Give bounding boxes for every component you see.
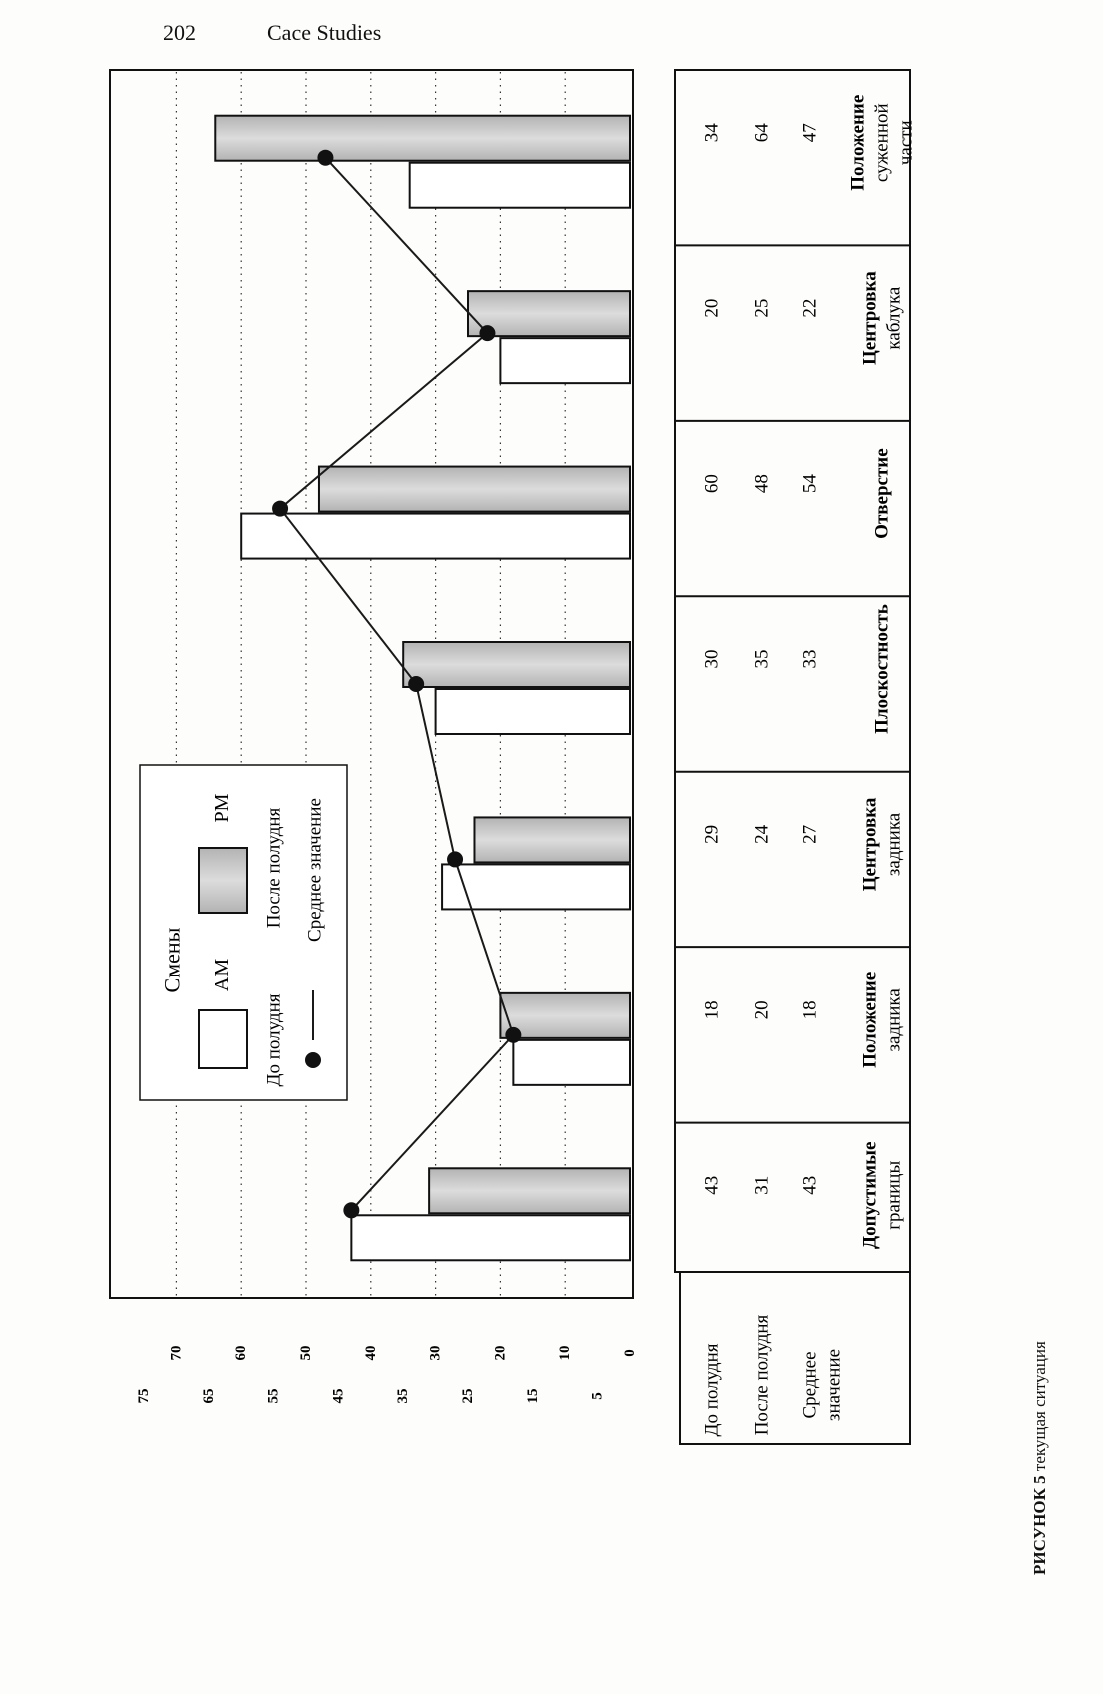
bar-am xyxy=(350,1214,631,1262)
legend-code-am: АМ xyxy=(211,959,233,991)
table-cell-avg: 33 xyxy=(800,650,821,669)
category-label: задника xyxy=(884,988,905,1052)
table-cell-am: 34 xyxy=(702,123,723,143)
row-header-avg: значение xyxy=(824,1349,845,1421)
bar-pm xyxy=(499,991,631,1039)
table-cell-pm: 48 xyxy=(752,474,773,493)
bar-pm xyxy=(317,465,631,513)
y-tick-label: 5 xyxy=(590,1392,606,1400)
y-tick-label: 60 xyxy=(233,1346,249,1361)
legend-label-avg: Среднее значение xyxy=(305,798,326,942)
bar-am xyxy=(441,863,631,911)
table-cell-pm: 24 xyxy=(752,824,773,844)
y-tick-label: 25 xyxy=(460,1389,476,1404)
table-cell-avg: 43 xyxy=(800,1176,821,1195)
table-cell-am: 60 xyxy=(702,474,723,493)
data-table xyxy=(674,69,911,1445)
table-cell-pm: 64 xyxy=(752,123,773,143)
category-label: Плоскостность xyxy=(872,604,893,734)
table-cell-am: 18 xyxy=(702,1000,723,1019)
legend-swatch-am xyxy=(198,1009,248,1069)
category-label: Допустимые xyxy=(860,1142,881,1249)
page-number: 202 xyxy=(163,20,196,45)
table-cell-avg: 27 xyxy=(800,825,821,844)
bar-pm xyxy=(428,1167,631,1215)
legend-marker-swatch xyxy=(305,1052,321,1068)
bar-am xyxy=(512,1038,631,1086)
marker-average xyxy=(447,851,464,868)
category-label: части xyxy=(896,120,917,165)
table-cell-pm: 35 xyxy=(752,650,773,669)
caption-label: РИСУНОК 5 xyxy=(1030,1475,1049,1575)
y-tick-label: 10 xyxy=(557,1346,573,1361)
caption-text: текущая ситуация xyxy=(1030,1341,1049,1472)
bar-am xyxy=(240,512,631,560)
bar-pm xyxy=(467,290,631,338)
category-label: Центровка xyxy=(860,271,881,365)
category-label: Отверстие xyxy=(872,448,893,539)
table-cell-pm: 25 xyxy=(752,299,773,318)
bar-pm xyxy=(214,114,631,162)
table-cell-avg: 47 xyxy=(800,123,821,142)
y-tick-label: 30 xyxy=(428,1346,444,1361)
table-cell-am: 29 xyxy=(702,825,723,844)
row-header-pm: После полудня xyxy=(752,1314,773,1435)
table-cell-avg: 54 xyxy=(800,474,821,494)
row-header-avg: Среднее xyxy=(800,1351,821,1418)
y-tick-label: 45 xyxy=(330,1389,346,1404)
table-cell-am: 43 xyxy=(702,1176,723,1195)
bar-am xyxy=(434,688,631,735)
bar-am xyxy=(499,337,631,385)
category-label: Центровка xyxy=(860,797,881,891)
category-label: Положение xyxy=(860,972,881,1068)
legend-code-pm: РМ xyxy=(211,793,233,822)
table-cell-am: 20 xyxy=(702,299,723,318)
y-tick-label: 20 xyxy=(492,1346,508,1361)
legend-label-am: До полудня xyxy=(264,993,285,1086)
y-tick-label: 50 xyxy=(298,1346,314,1361)
category-label: задника xyxy=(884,812,905,876)
y-tick-label: 70 xyxy=(168,1346,184,1361)
y-tick-label: 65 xyxy=(201,1389,217,1404)
table-cell-pm: 31 xyxy=(752,1176,773,1195)
y-tick-label: 40 xyxy=(363,1346,379,1361)
marker-average xyxy=(343,1202,360,1219)
category-label: суженной xyxy=(872,103,893,182)
figure-caption: РИСУНОК 5 текущая ситуация xyxy=(1030,1341,1050,1575)
y-tick-label: 0 xyxy=(622,1349,638,1357)
y-tick-label: 55 xyxy=(266,1389,282,1404)
table-cell-avg: 22 xyxy=(800,299,821,318)
plot-area xyxy=(109,69,634,1299)
running-title: Cace Studies xyxy=(267,20,382,45)
marker-average xyxy=(479,325,496,342)
bar-am xyxy=(408,161,631,209)
table-header-frame xyxy=(679,1271,911,1445)
table-cell-avg: 18 xyxy=(800,1000,821,1019)
bar-pm xyxy=(473,816,632,864)
marker-average xyxy=(505,1026,522,1043)
chart: 0 10 20 30 40 50 60 70 5 15 25 35 45 55 65 75 Смены АМ До … xyxy=(109,69,917,1445)
y-tick-label: 75 xyxy=(136,1389,152,1404)
category-label: Положение xyxy=(848,95,869,191)
bar-pm xyxy=(402,641,632,688)
category-label: границы xyxy=(884,1161,905,1230)
y-tick-label: 35 xyxy=(395,1389,411,1404)
y-tick-label: 15 xyxy=(525,1389,541,1404)
marker-average xyxy=(272,500,289,517)
table-cell-am: 30 xyxy=(702,650,723,669)
legend-title: Смены xyxy=(160,927,185,992)
row-header-am: До полудня xyxy=(702,1343,723,1436)
marker-average xyxy=(317,149,334,166)
marker-average xyxy=(408,676,425,692)
legend-swatch-pm xyxy=(198,847,248,914)
table-cell-pm: 20 xyxy=(752,1000,773,1019)
category-label: каблука xyxy=(884,286,905,349)
legend-label-pm: После полудня xyxy=(264,807,285,928)
legend xyxy=(139,764,348,1101)
